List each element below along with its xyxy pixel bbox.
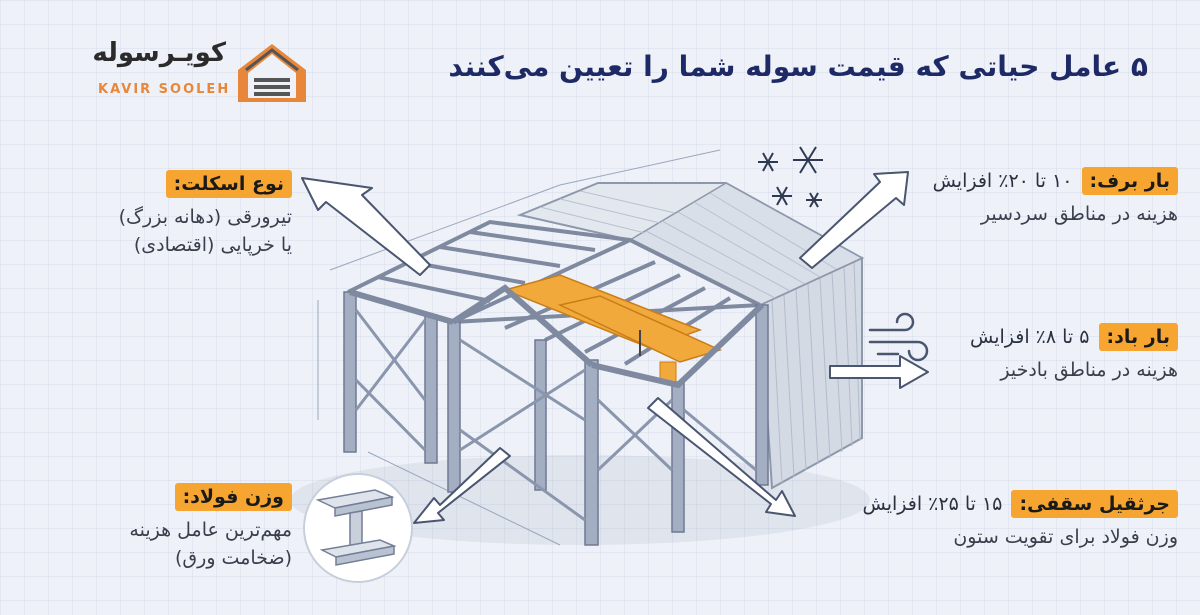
- factor-skeleton-label: نوع اسکلت:: [165, 170, 292, 198]
- factor-snow-value: ۱۰ تا ۲۰٪ افزایش: [932, 170, 1073, 192]
- factor-wind-value: ۵ تا ۸٪ افزایش: [969, 326, 1090, 348]
- front-gable-rafter: [349, 284, 765, 389]
- brand-logo: کویـرسوله KAVIR SOOLEH: [58, 38, 308, 108]
- factor-snow-description: هزینه در مناطق سردسیر: [980, 203, 1178, 225]
- factor-snow-load: بار برف: ۱۰ تا ۲۰٪ افزایش هزینه در مناطق…: [858, 167, 1178, 229]
- brand-name: کویـرسوله: [92, 38, 226, 68]
- i-beam-icon: [303, 473, 413, 583]
- cladded-side-wall: [758, 256, 863, 490]
- factor-steel-weight: وزن فولاد: مهم‌ترین عامل هزینه (ضخامت ور…: [22, 483, 292, 572]
- factor-crane-description: وزن فولاد برای تقویت ستون: [953, 526, 1178, 548]
- wind-icon: [868, 312, 929, 362]
- factor-steel-desc-1: مهم‌ترین عامل هزینه: [129, 519, 292, 541]
- factor-crane-value: ۱۵ تا ۲۵٪ افزایش: [862, 493, 1003, 515]
- factor-wind-description: هزینه در مناطق بادخیز: [1000, 359, 1178, 381]
- cladded-roof: [516, 182, 865, 307]
- factor-steel-label: وزن فولاد:: [174, 483, 292, 511]
- overhead-crane: [502, 274, 723, 383]
- factor-steel-description: مهم‌ترین عامل هزینه (ضخامت ورق): [22, 517, 292, 572]
- page-title: ۵ عامل حیاتی که قیمت سوله شما را تعیین م…: [448, 50, 1148, 83]
- factor-snow-label: بار برف:: [1081, 167, 1178, 195]
- cross-bracing: [354, 309, 757, 522]
- brand-latin-name: KAVIR SOOLEH: [98, 82, 231, 97]
- arrow-icon: [301, 171, 929, 524]
- factor-skeleton-description: تیرورقی (دهانه بزرگ) یا خرپایی (اقتصادی): [22, 204, 292, 259]
- building-roof-icon: [238, 44, 306, 102]
- building-shadow: [290, 455, 870, 545]
- dimension-lines: [317, 149, 721, 546]
- factor-skeleton-type: نوع اسکلت: تیرورقی (دهانه بزرگ) یا خرپای…: [22, 170, 292, 259]
- factor-steel-desc-2: (ضخامت ورق): [175, 546, 292, 569]
- factor-wind-load: بار باد: ۵ تا ۸٪ افزایش هزینه در مناطق ب…: [858, 323, 1178, 385]
- factor-skeleton-desc-2: یا خرپایی (اقتصادی): [133, 233, 292, 256]
- snowflake-icon: [758, 146, 823, 208]
- factor-crane-label: جرثقیل سقفی:: [1011, 490, 1178, 518]
- factor-overhead-crane: جرثقیل سقفی: ۱۵ تا ۲۵٪ افزایش وزن فولاد …: [818, 490, 1178, 552]
- factor-wind-label: بار باد:: [1098, 323, 1178, 351]
- factor-skeleton-desc-1: تیرورقی (دهانه بزرگ): [118, 206, 292, 228]
